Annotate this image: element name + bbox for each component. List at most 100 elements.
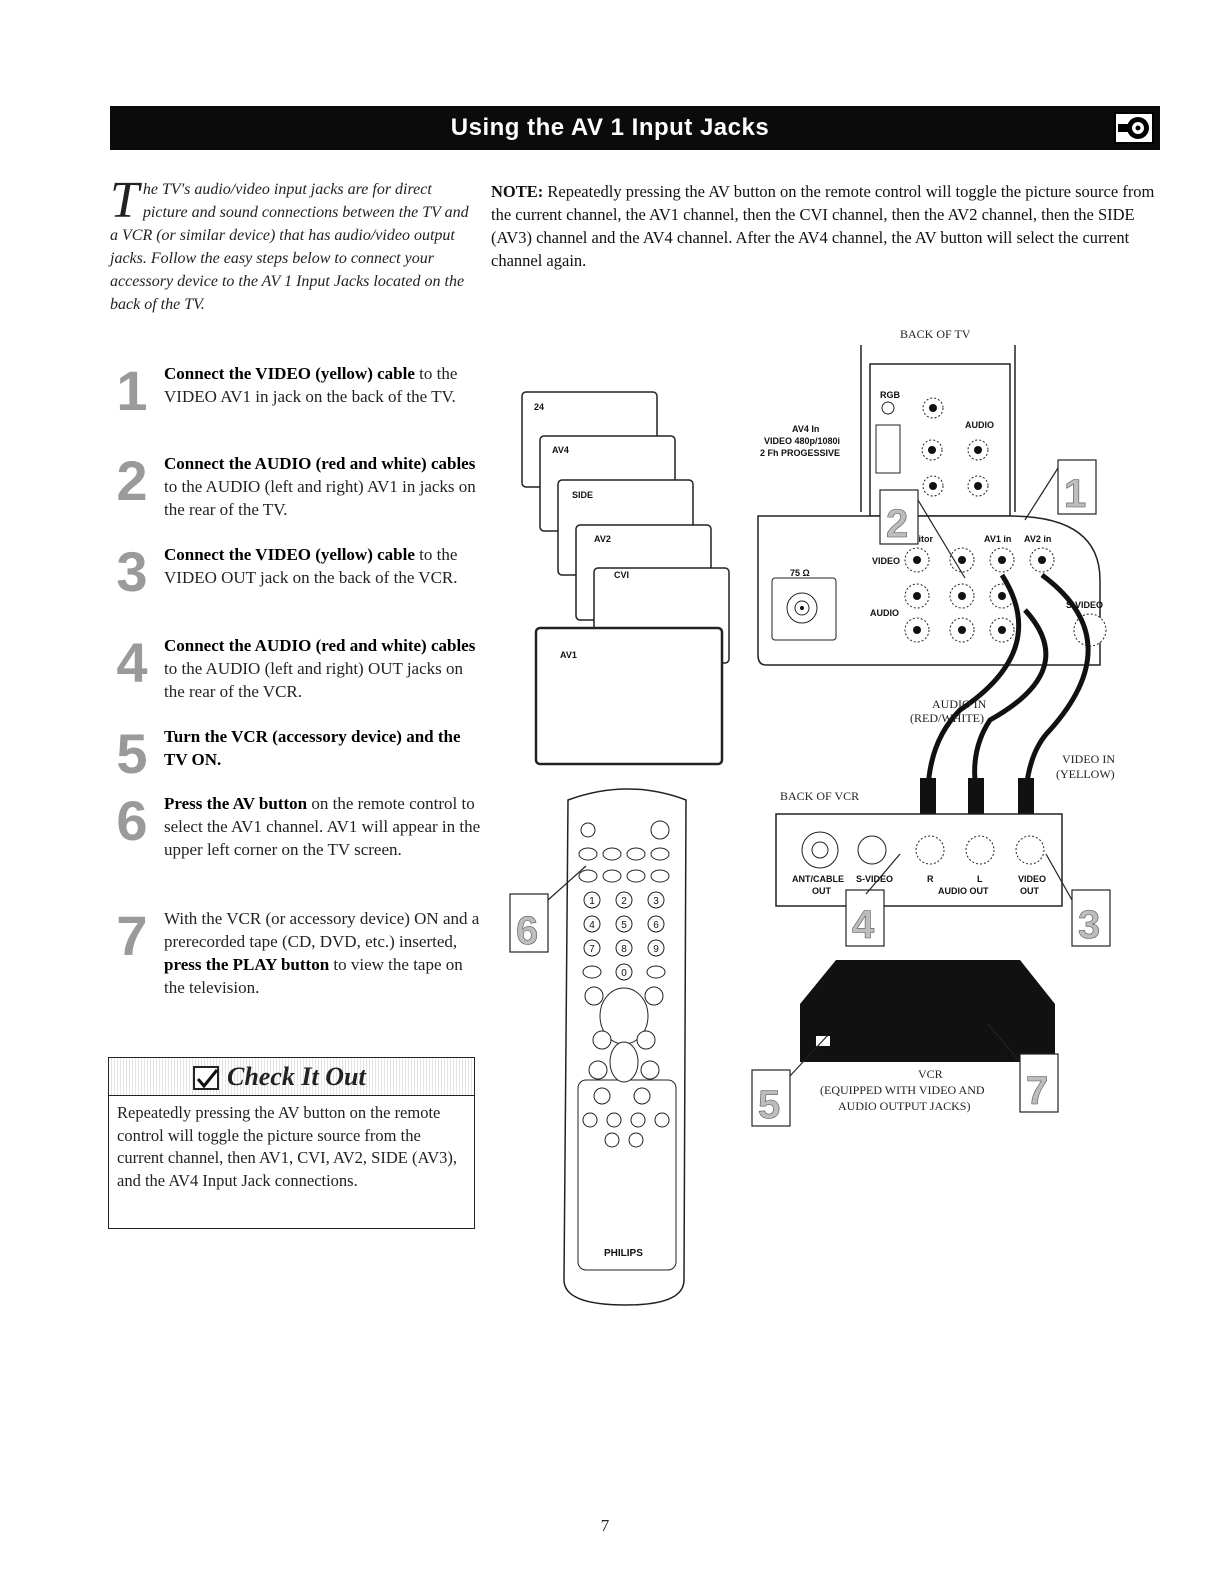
s-video-label: S-VIDEO	[1066, 600, 1103, 610]
step-number: 6	[116, 789, 148, 852]
step-number: 5	[116, 722, 148, 785]
ant-out-label: OUT	[812, 886, 832, 896]
tv-screens-stack	[521, 391, 730, 766]
step-bold: Connect the VIDEO (yellow) cable	[164, 364, 415, 383]
screen-label-24: 24	[534, 402, 544, 412]
check-it-out-header: Check It Out	[109, 1058, 474, 1096]
callout-1: 1	[1064, 472, 1086, 516]
rgb-label: RGB	[880, 390, 901, 400]
step-number: 1	[116, 359, 148, 422]
screen-label-av1: AV1	[560, 650, 577, 660]
step-number: 3	[116, 540, 148, 603]
page-title: Using the AV 1 Input Jacks	[450, 114, 770, 141]
av2-in-label: AV2 in	[1024, 534, 1051, 544]
step-body: to the VIDEO OUT jack on the back of the…	[164, 545, 458, 587]
screen-label-side: SIDE	[572, 490, 593, 500]
check-it-out-box: Check It Out Repeatedly pressing the AV …	[108, 1057, 475, 1229]
key-1: 1	[589, 896, 595, 907]
dropcap: T	[110, 172, 139, 229]
callout-2: 2	[886, 502, 908, 546]
av4-in-label: AV4 In	[792, 424, 819, 434]
av1-in-label: AV1 in	[984, 534, 1011, 544]
step-pre: With the VCR (or accessory device) ON an…	[164, 909, 480, 951]
video-out-label-2: OUT	[1020, 886, 1040, 896]
checkmark-icon	[193, 1066, 219, 1090]
video-480-label: VIDEO 480p/1080i	[764, 436, 840, 446]
step-body: to the AUDIO (left and right) AV1 in jac…	[164, 477, 476, 519]
vcr-r-label: R	[927, 874, 934, 884]
page-number: 7	[600, 1516, 610, 1535]
step-bold: press the PLAY button	[164, 955, 330, 974]
red-white-label: (RED/WHITE)	[910, 711, 984, 725]
remote-keypad	[582, 891, 666, 981]
remote-control: 1 2 3 4 5 6 7 8 9 0	[563, 788, 687, 1306]
key-6: 6	[653, 920, 659, 931]
step-text: Connect the VIDEO (yellow) cable to the …	[164, 362, 482, 408]
section-title-bar: Using the AV 1 Input Jacks	[110, 106, 1160, 150]
note-label: NOTE:	[491, 182, 544, 201]
step-bold: Connect the AUDIO (red and white) cables	[164, 454, 476, 473]
step-body: on the remote control to select the AV1 …	[164, 794, 481, 859]
audio-in-label: AUDIO IN	[932, 697, 987, 711]
step-text: Connect the AUDIO (red and white) cables…	[164, 634, 482, 703]
key-5: 5	[621, 920, 627, 931]
audio-label-tv: AUDIO	[965, 420, 994, 430]
step-number: 2	[116, 449, 148, 512]
key-3: 3	[653, 896, 659, 907]
screen-label-cvi: CVI	[614, 570, 629, 580]
step-number: 4	[116, 631, 148, 694]
step-bold: Turn the VCR (accessory device) and the …	[164, 727, 461, 769]
check-it-out-title: Check It Out	[227, 1062, 366, 1091]
key-9: 9	[653, 944, 659, 955]
step-text: Turn the VCR (accessory device) and the …	[164, 725, 482, 771]
screen-label-av2: AV2	[594, 534, 611, 544]
step-text: Connect the AUDIO (red and white) cables…	[164, 452, 482, 521]
av-cables	[925, 572, 1091, 791]
tv-back-panel	[757, 363, 1101, 666]
step-body: to the VIDEO AV1 in jack on the back of …	[164, 364, 458, 406]
check-it-out-text: Repeatedly pressing the AV button on the…	[117, 1103, 458, 1190]
vcr-back-panel	[775, 813, 1063, 907]
vcr-label-jacks: AUDIO OUTPUT JACKS)	[838, 1099, 970, 1113]
vcr-unit	[800, 960, 1055, 1062]
step-text: With the VCR (or accessory device) ON an…	[164, 907, 482, 999]
ohm-label: 75 Ω	[790, 568, 810, 578]
s-video-vcr-label: S-VIDEO	[856, 874, 893, 884]
audio-out-label: AUDIO OUT	[938, 886, 989, 896]
callout-5: 5	[758, 1083, 780, 1127]
progressive-label: 2 Fh PROGESSIVE	[760, 448, 840, 458]
video-out-label-1: VIDEO	[1018, 874, 1046, 884]
video-in-label: VIDEO IN	[1062, 752, 1115, 766]
callouts	[509, 459, 1111, 1127]
step-bold: Connect the VIDEO (yellow) cable	[164, 545, 415, 564]
step-number: 7	[116, 904, 148, 967]
ant-cable-label: ANT/CABLE	[792, 874, 844, 884]
step-bold: Connect the AUDIO (red and white) cables	[164, 636, 476, 655]
step-bold: Press the AV button	[164, 794, 308, 813]
step-text: Press the AV button on the remote contro…	[164, 792, 482, 861]
note-paragraph: NOTE: Repeatedly pressing the AV button …	[491, 180, 1156, 272]
key-8: 8	[621, 944, 627, 955]
note-text: Repeatedly pressing the AV button on the…	[491, 182, 1155, 270]
disc-icon	[1114, 112, 1154, 144]
screen-label-av4: AV4	[552, 445, 569, 455]
audio-jack-label: AUDIO	[870, 608, 899, 618]
back-of-tv-label: BACK OF TV	[900, 327, 971, 341]
back-of-vcr-label: BACK OF VCR	[780, 789, 859, 803]
callout-7: 7	[1026, 1069, 1048, 1113]
callout-6: 6	[516, 909, 538, 953]
video-jack-label: VIDEO	[872, 556, 900, 566]
brand-logo: PHILIPS	[604, 1248, 643, 1259]
vcr-label-equipped: (EQUIPPED WITH VIDEO AND	[820, 1083, 985, 1097]
key-7: 7	[589, 944, 595, 955]
callout-3: 3	[1078, 903, 1100, 947]
vcr-l-label: L	[977, 874, 983, 884]
connection-diagram: 24 AV4 SIDE AV2 CVI AV1 BACK OF TV	[490, 320, 1170, 1320]
cable-plugs	[920, 778, 1034, 820]
vcr-label: VCR	[918, 1067, 943, 1081]
step-body: to view the tape on the television.	[164, 955, 463, 997]
intro-text: he TV's audio/video input jacks are for …	[110, 181, 469, 313]
yellow-label: (YELLOW)	[1056, 767, 1115, 781]
key-2: 2	[621, 896, 627, 907]
